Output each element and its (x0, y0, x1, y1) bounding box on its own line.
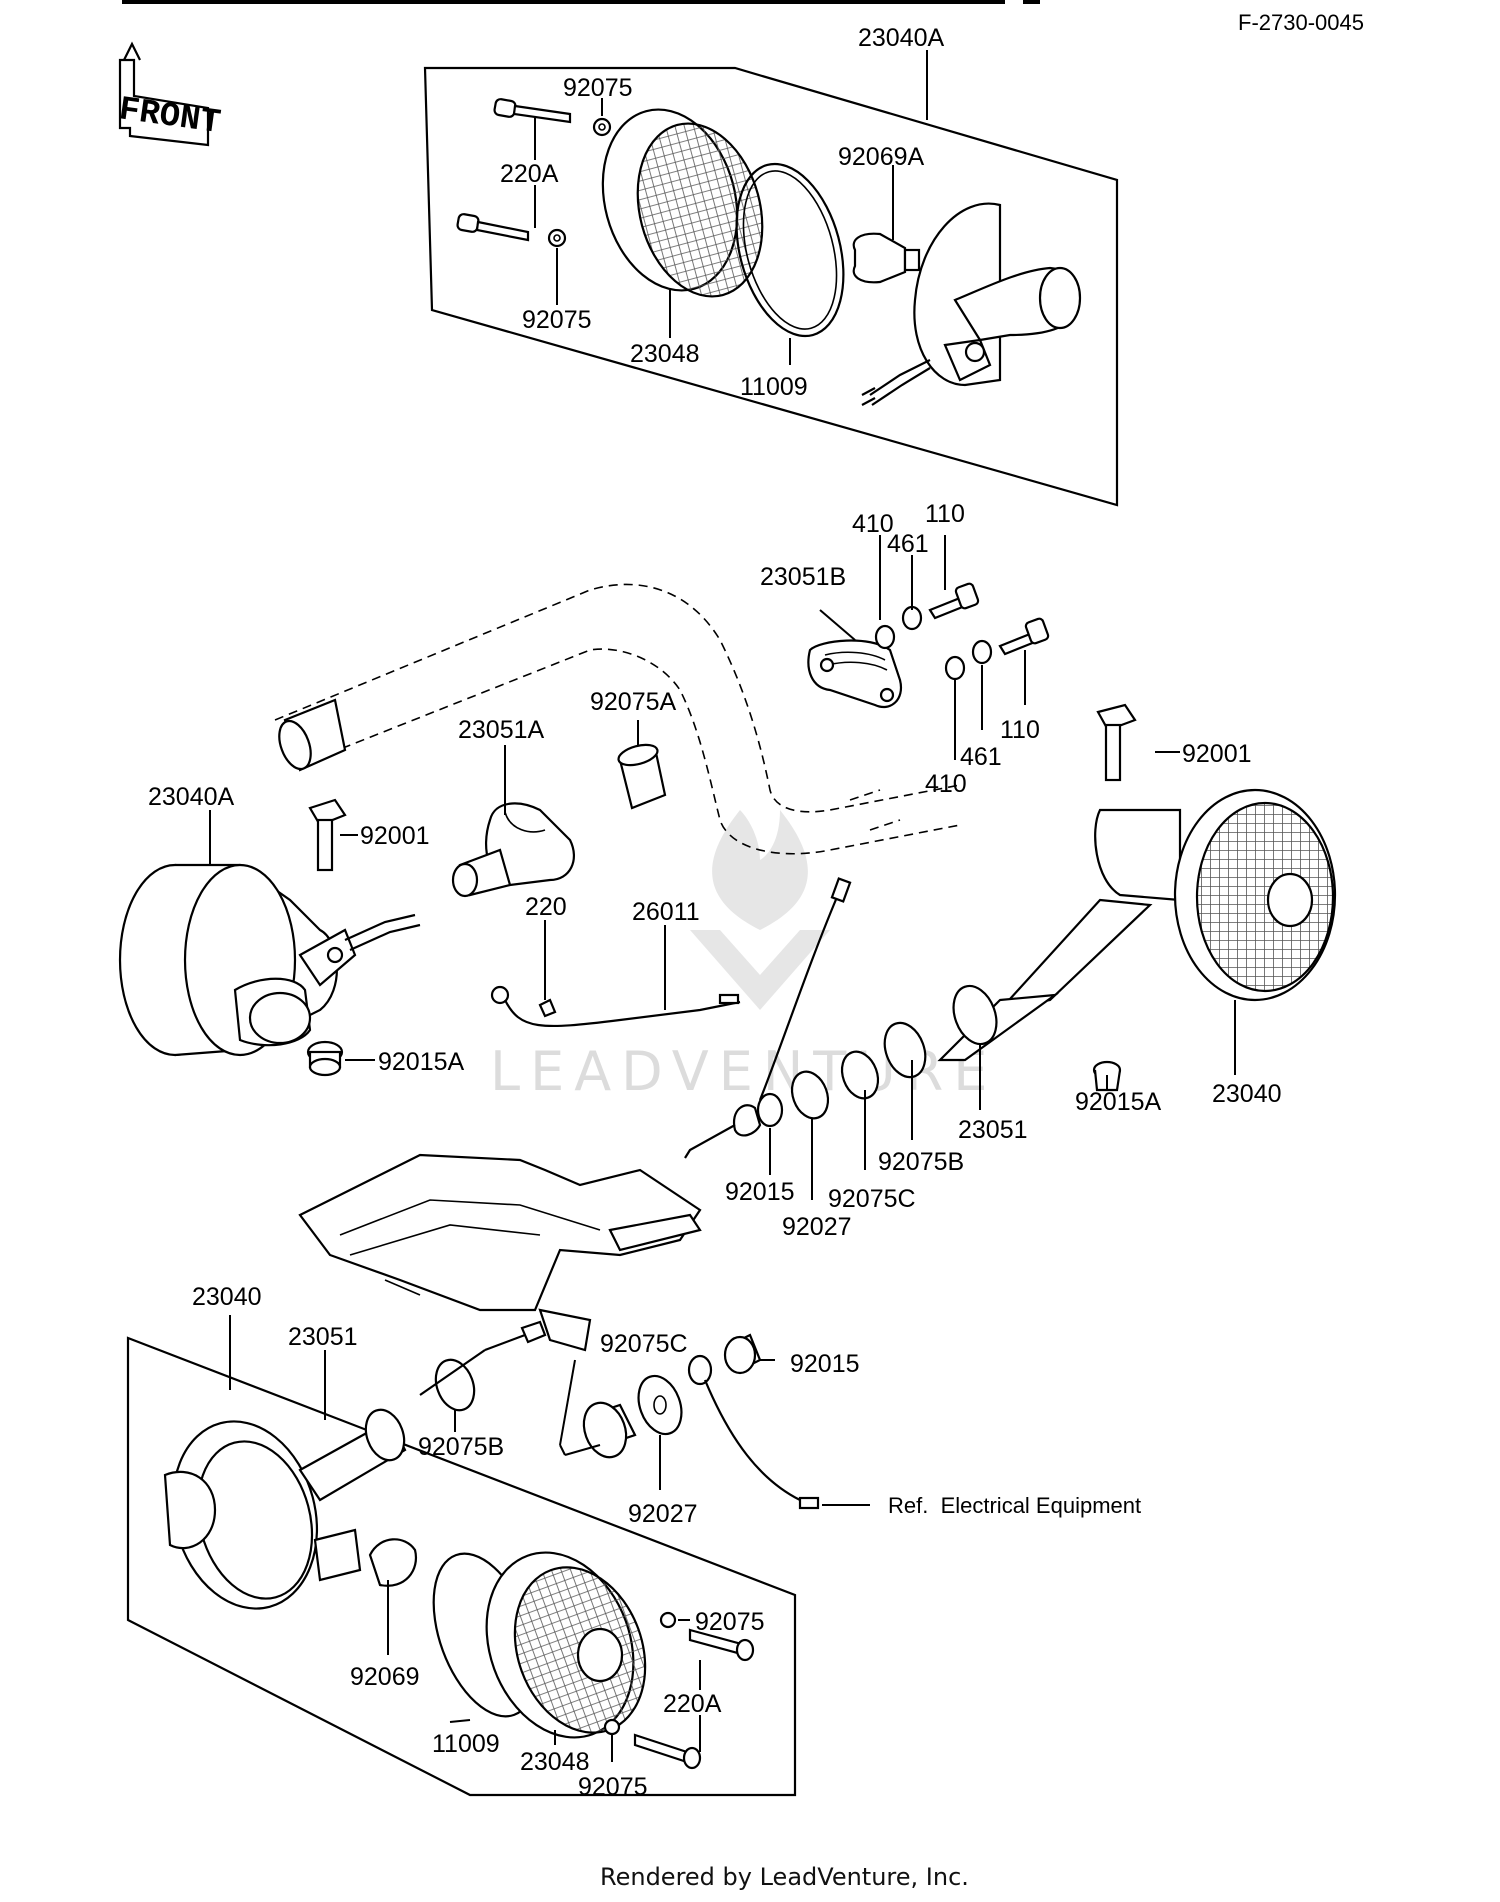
wire-26011 (490, 877, 852, 1101)
callout-92075b-bottom: 92075B (418, 1433, 504, 1461)
callout-92069a: 92069A (838, 143, 925, 171)
callout-92075a: 92075A (590, 688, 677, 716)
callout-92075c-mid: 92075C (828, 1185, 916, 1213)
bolt-92001-left (308, 798, 347, 872)
callout-220: 220 (525, 893, 567, 921)
callout-23051b: 23051B (760, 563, 846, 591)
lens-housing-23048-top (601, 108, 764, 298)
ref-note: Ref. Electrical Equipment (888, 1493, 1141, 1518)
callout-23048-top: 23048 (630, 340, 700, 368)
footer-credit: Rendered by LeadVenture, Inc. (600, 1863, 969, 1891)
callout-92075-top-b: 92075 (522, 306, 592, 334)
callout-23040a-top: 23040A (858, 24, 945, 52)
callout-92015a-left: 92015A (378, 1048, 465, 1076)
signal-body-top (861, 202, 1082, 406)
callout-410-b: 410 (925, 770, 967, 798)
callout-92027-bottom: 92027 (628, 1500, 698, 1528)
callout-110-b: 110 (1000, 716, 1040, 744)
stem-stack-middle (684, 984, 998, 1159)
doc-code: F-2730-0045 (1238, 10, 1364, 35)
callout-92075c-bottom: 92075C (600, 1330, 688, 1358)
callout-23040-bottom: 23040 (192, 1283, 262, 1311)
callout-23051a: 23051A (458, 716, 545, 744)
mount-23051a (451, 802, 575, 898)
callout-220a-bottom: 220A (663, 1690, 722, 1718)
callout-11009-top: 11009 (740, 373, 808, 401)
spacer-92075a (617, 743, 667, 810)
callout-92075b-mid: 92075B (878, 1148, 964, 1176)
callout-11009-bottom: 11009 (432, 1730, 500, 1758)
frame-rear (298, 1153, 702, 1352)
callout-461-b: 461 (960, 743, 1002, 771)
callout-92015-mid: 92015 (725, 1178, 795, 1206)
callout-92001-right: 92001 (1182, 740, 1252, 768)
callout-23051-mid: 23051 (958, 1116, 1028, 1144)
leader-lines (209, 50, 1236, 1762)
callout-labels: 23040A 92075 220A 92069A 92075 23048 110… (148, 24, 1282, 1801)
handlebar-outline (274, 583, 961, 855)
callout-23051-bottom: 23051 (288, 1323, 358, 1351)
bulb-92069a (852, 232, 921, 284)
callout-410-a: 410 (852, 510, 894, 538)
grommet-stack-bottom (582, 1333, 820, 1510)
clamp-23051b (807, 639, 903, 708)
bolt-110-upper (874, 582, 980, 650)
callout-23040-mid: 23040 (1212, 1080, 1282, 1108)
signal-23040-right (937, 788, 1337, 1062)
bottom-panel (126, 1320, 797, 1797)
callout-92075-bottom-b: 92075 (578, 1773, 648, 1801)
top-panel (423, 66, 1119, 507)
callout-220a-top: 220A (500, 160, 559, 188)
callout-92027-mid: 92027 (782, 1213, 852, 1241)
callout-92015a-right: 92015A (1075, 1088, 1162, 1116)
callout-110-a: 110 (925, 500, 965, 528)
callout-92015-bottom: 92015 (790, 1350, 860, 1378)
callout-92069: 92069 (350, 1663, 420, 1691)
callout-92075-bottom-a: 92075 (695, 1608, 765, 1636)
callout-461-a: 461 (887, 530, 929, 558)
screw-220a-lower-upper (659, 1611, 755, 1662)
callout-26011: 26011 (632, 898, 700, 926)
screw-220a-lower-lower (603, 1718, 702, 1770)
callout-23040a-left: 23040A (148, 783, 235, 811)
callout-23048-bottom: 23048 (520, 1748, 590, 1776)
nut-92015a-left (306, 1040, 344, 1077)
bolt-220a-upper (493, 98, 572, 124)
bolt-110-lower (944, 617, 1050, 681)
bolt-92001-right (1096, 703, 1137, 782)
signal-23040a-left (118, 863, 421, 1057)
bolt-220a-lower (456, 213, 530, 242)
callout-92075-top-a: 92075 (563, 74, 633, 102)
front-arrow: FRONT (116, 41, 223, 147)
callout-92001-left: 92001 (360, 822, 430, 850)
